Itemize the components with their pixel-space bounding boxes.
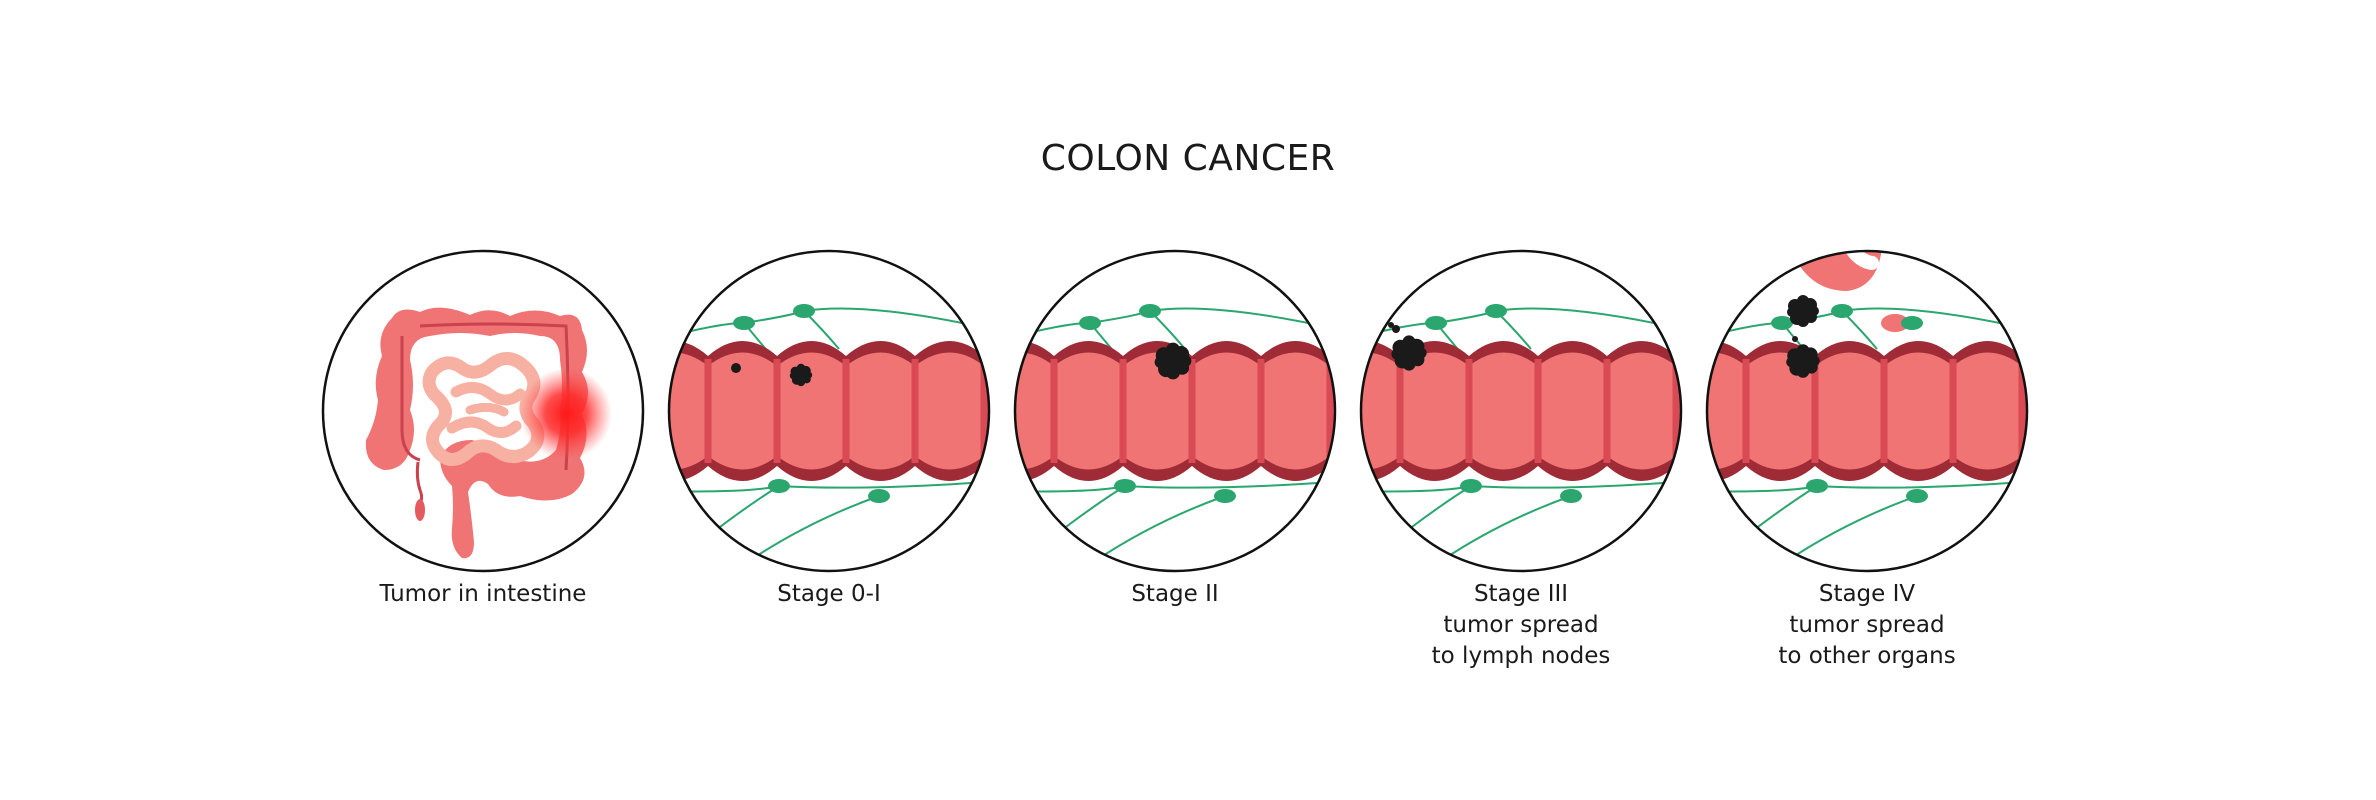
panel-intestine xyxy=(321,249,645,573)
tumor xyxy=(789,363,813,387)
panel-stage-3 xyxy=(1359,249,1683,573)
lymph-node xyxy=(1906,489,1928,503)
lymph-node xyxy=(768,479,790,493)
small-intestine xyxy=(422,352,545,466)
lymph-node xyxy=(1139,304,1161,318)
tumor-cell xyxy=(1380,320,1386,326)
tumor xyxy=(1154,342,1192,380)
lymph-node xyxy=(733,316,755,330)
tumor xyxy=(1786,344,1820,378)
tumor-cell xyxy=(1392,325,1400,333)
lymph-node xyxy=(1214,489,1236,503)
tumor xyxy=(1391,335,1427,371)
panel-stage-0-1 xyxy=(667,249,991,573)
lymph-node xyxy=(1425,316,1447,330)
label-tumor-in-intestine: Tumor in intestine xyxy=(379,581,587,607)
lymph-node xyxy=(1806,479,1828,493)
diagram-title: COLON CANCER xyxy=(1040,138,1336,179)
lymph-node xyxy=(1485,304,1507,318)
lymph-node xyxy=(1771,316,1793,330)
lymph-node xyxy=(1831,304,1853,318)
label-stage-4: Stage IV tumor spread to other organs xyxy=(1778,581,1956,669)
tumor-cell xyxy=(1388,322,1394,328)
colon-segment xyxy=(1361,341,1681,481)
colon-segment xyxy=(1707,341,2027,481)
large-intestine xyxy=(365,307,588,559)
colon-segment xyxy=(1015,341,1335,481)
label-stage-2: Stage II xyxy=(1131,581,1219,607)
tumor-metastasis xyxy=(1787,295,1819,327)
colon-segment xyxy=(669,341,989,481)
lymph-vessels xyxy=(669,304,989,562)
tumor-hot-spot xyxy=(520,368,612,460)
panel-stage-2 xyxy=(1013,249,1337,573)
lymph-node xyxy=(1079,316,1101,330)
panel-stage-4 xyxy=(1705,249,2029,573)
label-stage-0-1: Stage 0-I xyxy=(777,581,881,607)
lymph-node xyxy=(1901,316,1923,330)
lymph-node xyxy=(1560,489,1582,503)
lymph-node xyxy=(793,304,815,318)
tumor-cell xyxy=(1792,336,1798,342)
tumor-cell xyxy=(731,363,741,373)
lymph-node xyxy=(1460,479,1482,493)
lymph-node xyxy=(1114,479,1136,493)
label-stage-3: Stage III tumor spread to lymph nodes xyxy=(1431,581,1611,669)
lymph-node xyxy=(868,489,890,503)
